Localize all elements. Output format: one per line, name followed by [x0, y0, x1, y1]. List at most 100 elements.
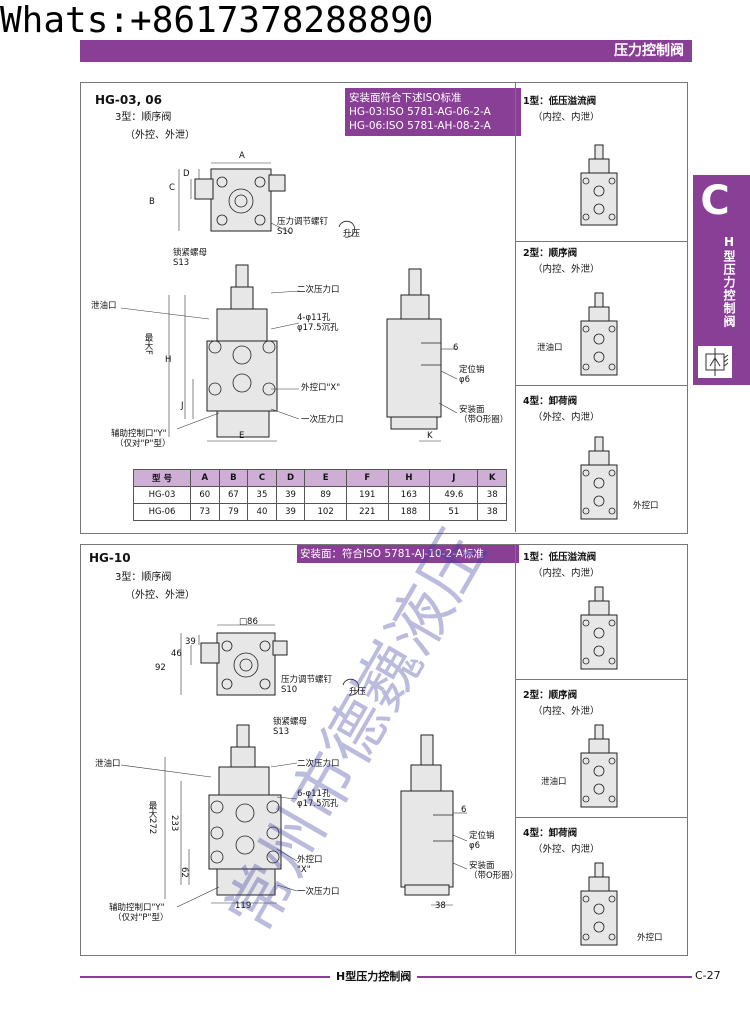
table-header: B [218, 469, 249, 487]
page-number: C-27 [695, 969, 721, 982]
dim-j: J [181, 401, 184, 411]
table-cell: HG-03 [133, 486, 191, 504]
chapter-tab: C H型压力控制阀 [693, 175, 750, 385]
mount-face-note: （带O形圈） [469, 871, 519, 881]
type4-valve-drawing [580, 436, 618, 520]
holes-label: 4-φ11孔 [297, 313, 331, 323]
raise-label: 升压 [343, 229, 361, 239]
dim-119: 119 [235, 901, 252, 911]
table-header: E [304, 469, 347, 487]
holes-label: 6-φ11孔 [297, 789, 331, 799]
type1-valve-drawing [580, 144, 618, 226]
table-cell: 73 [190, 503, 220, 521]
type-sub: （外控、外泄） [125, 130, 195, 141]
table-cell: 39 [275, 503, 306, 521]
type2-title: 2型：顺序阀 [523, 248, 578, 259]
footer-title: H型压力控制阀 [330, 968, 418, 984]
type2-title: 2型：顺序阀 [523, 690, 578, 701]
row-divider [515, 679, 687, 680]
table-cell: 40 [247, 503, 277, 521]
dim-six: 6 [453, 343, 459, 353]
table-cell: 49.6 [429, 486, 479, 504]
dim-38: 38 [435, 901, 446, 911]
lock-nut-code: S13 [273, 727, 290, 737]
table-cell: 163 [387, 486, 431, 504]
table-row: HG-06 73 79 40 39 102 221 188 51 38 [133, 503, 507, 521]
adjust-screw-label: 压力调节螺钉 [281, 675, 333, 685]
type4-port-label: 外控口 [637, 933, 663, 943]
aux-port-note: （仅对"P"型） [113, 913, 169, 923]
dim-h: H [165, 355, 172, 365]
counterbore-label: φ17.5沉孔 [297, 323, 339, 333]
pin-label: 定位销 [469, 831, 495, 841]
valve-drawing [120, 162, 458, 442]
dim-92: 92 [155, 663, 166, 673]
column-divider [515, 545, 516, 954]
valve-drawing [120, 624, 468, 908]
column-divider [515, 83, 516, 532]
ext-pilot-x: "X" [297, 865, 311, 875]
ext-pilot-label: 外控口"X" [301, 383, 341, 393]
chapter-letter: C [700, 178, 730, 224]
header-title: 压力控制阀 [614, 43, 684, 59]
dim-62: 62 [179, 867, 189, 878]
header-bar: 压力控制阀 [80, 40, 692, 62]
table-cell: 79 [218, 503, 249, 521]
model-title: HG-03, 06 [95, 93, 163, 107]
dim-c: C [169, 183, 175, 193]
raise-label: 升压 [349, 687, 367, 697]
type2-valve-drawing [580, 724, 618, 808]
section-hg-10: HG-10 3型：顺序阀 （外控、外泄） 安装面：符合ISO 5781-AJ-1… [80, 544, 688, 956]
adjust-screw-code: S10 [277, 227, 294, 237]
drain-port-label: 泄油口 [95, 759, 121, 769]
section-hg-03-06: HG-03, 06 3型：顺序阀 （外控、外泄） 安装面符合下述ISO标准 HG… [80, 82, 688, 534]
table-header: H [387, 469, 431, 487]
table-cell: 102 [304, 503, 347, 521]
lock-nut-label: 锁紧螺母 [273, 717, 308, 727]
type-sub: （外控、外泄） [125, 590, 195, 601]
mount-face-note: （带O形圈） [459, 415, 509, 425]
table-cell: 221 [345, 503, 389, 521]
type1-sub: （内控、内泄） [533, 112, 600, 123]
secondary-port-label: 二次压力口 [297, 285, 340, 295]
adjust-screw-label: 压力调节螺钉 [277, 217, 329, 227]
aux-port-label: 辅助控制口"Y" [111, 429, 167, 439]
dim-86: □86 [239, 617, 258, 627]
iso-line: HG-03:ISO 5781-AG-06-2-A [349, 106, 491, 118]
aux-port-label: 辅助控制口"Y" [109, 903, 165, 913]
table-cell: 38 [477, 503, 507, 521]
lock-nut-label: 锁紧螺母 [173, 248, 208, 258]
primary-port-label: 一次压力口 [301, 415, 344, 425]
primary-port-label: 一次压力口 [297, 887, 340, 897]
pin-diameter: φ6 [459, 375, 471, 385]
table-header-row: 型 号 A B C D E F H J K [133, 469, 507, 487]
type4-sub: （外控、内泄） [533, 412, 600, 423]
type1-title: 1型：低压溢流阀 [523, 96, 597, 107]
aux-port-note: （仅对"P"型） [115, 439, 171, 449]
dim-b: B [149, 197, 155, 207]
type1-sub: （内控、内泄） [533, 568, 600, 579]
contact-watermark: Whats:+8617378288890 [0, 0, 434, 41]
type2-sub: （内控、外泄） [533, 264, 600, 275]
type1-title: 1型：低压溢流阀 [523, 552, 597, 563]
type-title: 3型：顺序阀 [115, 112, 172, 123]
row-divider [515, 241, 687, 242]
table-cell: 89 [304, 486, 347, 504]
type4-port-label: 外控口 [633, 501, 659, 511]
table-cell: 60 [190, 486, 220, 504]
table-cell: 35 [247, 486, 277, 504]
table-header: 型 号 [133, 469, 191, 487]
table-header: F [345, 469, 389, 487]
drain-port-label: 泄油口 [91, 301, 117, 311]
table-cell: 191 [345, 486, 389, 504]
mount-face-label: 安装面 [459, 405, 485, 415]
table-cell: 39 [275, 486, 306, 504]
row-divider [515, 817, 687, 818]
model-title: HG-10 [89, 551, 131, 565]
dim-46: 46 [171, 649, 182, 659]
type1-valve-drawing [580, 586, 618, 670]
chapter-title: H型压力控制阀 [722, 235, 736, 328]
valve-symbol-icon [697, 345, 733, 379]
dim-k: K [427, 431, 433, 441]
counterbore-label: φ17.5沉孔 [297, 799, 339, 809]
